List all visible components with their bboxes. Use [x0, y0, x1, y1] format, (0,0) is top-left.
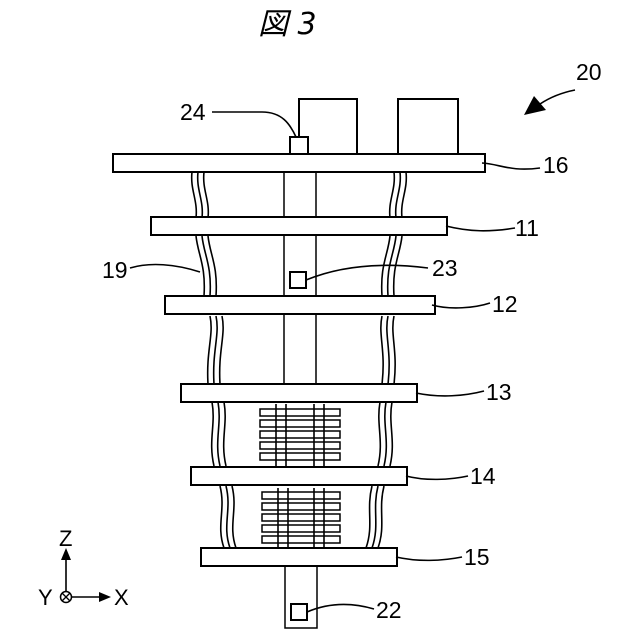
- plate-15: [201, 548, 397, 566]
- leader-19: [130, 265, 200, 272]
- label-19: 19: [102, 257, 128, 283]
- plate-12: [165, 296, 435, 314]
- label-22: 22: [376, 597, 402, 623]
- plate-11: [151, 217, 447, 235]
- axis-label-y: Y: [38, 585, 53, 610]
- top-block-right: [398, 99, 458, 155]
- leader-13: [416, 391, 484, 396]
- leader-11: [446, 226, 515, 231]
- label-15: 15: [464, 544, 490, 570]
- x-arrow-icon: [99, 592, 111, 602]
- leader-16: [482, 163, 540, 169]
- figure-title: 図 3: [258, 7, 317, 42]
- sensor-24: [290, 137, 308, 154]
- label-23: 23: [432, 255, 458, 281]
- label-12: 12: [492, 291, 518, 317]
- label-assembly-20: 20: [576, 59, 602, 85]
- leader-24: [212, 112, 296, 137]
- sensor-23: [290, 272, 306, 288]
- axis-indicator: [61, 548, 112, 603]
- plate-13: [181, 384, 417, 402]
- sensor-22: [291, 604, 307, 620]
- fin-stack-upper: [260, 404, 340, 466]
- axis-label-x: X: [114, 585, 129, 610]
- plate-14: [191, 467, 407, 485]
- assembly-arrow: [524, 90, 575, 115]
- label-16: 16: [543, 152, 569, 178]
- label-14: 14: [470, 463, 496, 489]
- plate-16: [113, 154, 485, 172]
- leader-15: [396, 557, 462, 560]
- fin-stack-lower: [262, 488, 340, 548]
- leader-14: [406, 476, 468, 479]
- label-24: 24: [180, 99, 206, 125]
- leader-12: [432, 303, 490, 308]
- axis-label-z: Z: [59, 526, 72, 551]
- label-13: 13: [486, 379, 512, 405]
- leader-23: [306, 265, 428, 280]
- label-11: 11: [515, 215, 539, 241]
